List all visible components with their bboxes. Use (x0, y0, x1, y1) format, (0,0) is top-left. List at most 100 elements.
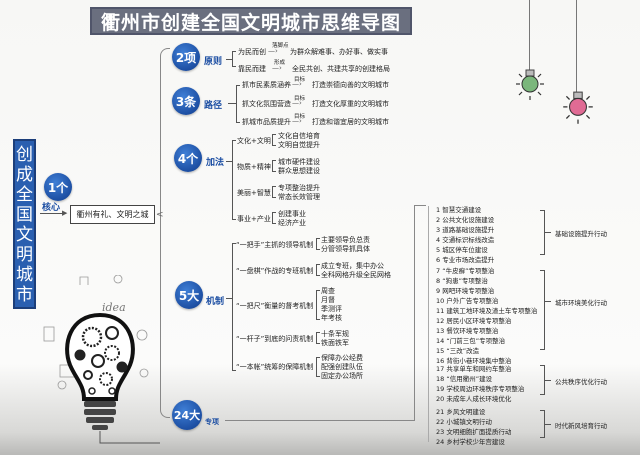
mechanisms-brace (232, 243, 236, 371)
addition-item: 物质+精神 (237, 163, 271, 171)
connector (545, 380, 551, 381)
project-group-3: 17 共享单车和网约车整治 18 “信用衢州”建设 19 学校周边环境秩序专项整… (436, 364, 524, 404)
core-arrow (40, 213, 66, 214)
list-item: 8 “狗患”专项整治 (436, 277, 488, 285)
addition-sub: 专项整治提升 (278, 184, 320, 192)
mechanism-sub: 保障办公经费 (321, 354, 363, 362)
arrow-icon: —› (272, 64, 282, 72)
sub-brace (316, 290, 320, 320)
addition-sub: 城市硬件建设 (278, 158, 320, 166)
connector (228, 103, 236, 104)
root-char: 明 (16, 245, 33, 265)
list-item: 22 小城镇文明行动 (436, 418, 492, 426)
principle-item: 为民而创 (238, 48, 266, 56)
connector (414, 205, 426, 206)
addition-sub: 经济产业 (278, 219, 306, 227)
group-label: 时代新风培育行动 (555, 422, 607, 430)
group-brace (540, 365, 545, 395)
paths-label: 路径 (204, 101, 223, 111)
connector (225, 420, 415, 421)
list-item: 5 城区停车位建设 (436, 246, 488, 254)
branch-frame (160, 48, 170, 418)
frame-pointer: < (156, 210, 164, 220)
svg-text:idea: idea (102, 301, 126, 314)
root-char: 城 (16, 265, 33, 285)
mechanism-item: “一杆子”到底的问责机制 (236, 335, 314, 343)
sub-brace (272, 212, 276, 224)
path-result: 打造崇德向善的文明城市 (312, 81, 389, 89)
mechanism-sub: 全科网格升级全民网格 (321, 271, 391, 279)
diagram-title: 衢州市创建全国文明城市思维导图 (90, 7, 412, 35)
bulb-cord (529, 0, 530, 74)
principles-badge: 2项 (172, 43, 200, 71)
arrow-icon: —› (292, 117, 302, 125)
core-value-box: 衢州有礼、文明之城 (70, 205, 155, 224)
group-brace (540, 270, 545, 350)
core-badge: 1个 (44, 173, 72, 201)
green-lightbulb-icon (516, 69, 544, 100)
root-char: 成 (16, 165, 33, 185)
sub-brace (272, 186, 276, 198)
path-item: 抓市民素质涵养 (242, 81, 291, 89)
addition-sub: 创建事业 (278, 210, 306, 218)
path-result: 打造和谐宜居的文明城市 (312, 118, 389, 126)
list-item: 11 建筑工地环境及渣土车专项整治 (436, 307, 538, 315)
group-label: 公共秩序优化行动 (555, 378, 607, 386)
addition-sub: 常态长效管理 (278, 193, 320, 201)
root-char: 市 (16, 285, 33, 305)
sub-brace (316, 238, 320, 250)
additions-badge: 4个 (174, 144, 202, 172)
root-char: 全 (16, 185, 33, 205)
mechanism-sub: 分管领导抓具体 (321, 245, 370, 253)
addition-item: 事业+产业 (237, 215, 271, 223)
principle-link: 形成 (274, 60, 286, 66)
project-group-2: 7 “牛皮癣”专项整治 8 “狗患”专项整治 9 网吧环境专项整治 10 户外广… (436, 266, 537, 366)
addition-item: 美丽+智慧 (237, 189, 271, 197)
principle-item: 靠民而建 (238, 65, 266, 73)
list-item: 3 道路基础设施提升 (436, 226, 495, 234)
sub-brace (316, 357, 320, 377)
arrow-icon: —› (292, 99, 302, 107)
path-link: 目标 (294, 96, 306, 102)
root-char: 文 (16, 225, 33, 245)
list-item: 7 “牛皮癣”专项整治 (436, 267, 495, 275)
sub-brace (316, 332, 320, 344)
mechanism-sub: 固定办公场所 (321, 372, 363, 380)
connector (226, 298, 232, 299)
principles-label: 原则 (204, 57, 223, 67)
connector (545, 424, 551, 425)
list-item: 16 背街小巷环境集中整治 (436, 357, 512, 365)
list-item: 19 学校周边环境秩序专项整治 (436, 385, 525, 393)
bulb-cord (576, 0, 577, 96)
addition-sub: 文明自觉提升 (278, 141, 320, 149)
idea-lightbulb-gears-icon: idea (43, 275, 160, 444)
list-item: 13 餐饮环境专项整治 (436, 327, 499, 335)
connector (226, 161, 232, 162)
mechanism-sub: 年考核 (321, 314, 342, 322)
projects-badge: 24大 (172, 400, 202, 430)
mechanism-sub: 季测评 (321, 305, 342, 313)
paths-brace (236, 85, 240, 123)
mechanism-sub: 铁面铁军 (321, 339, 349, 347)
list-item: 24 乡村学校少年宫建设 (436, 438, 505, 446)
list-item: 17 共享单车和网约车整治 (436, 365, 512, 373)
arrow-icon: —› (268, 47, 278, 55)
path-item: 抓文化氛围营造 (242, 100, 291, 108)
project-group-1: 1 智慧交通建设 2 公共文化设施建设 3 道路基础设施提升 4 交通标识标线改… (436, 205, 494, 265)
sub-brace (272, 134, 276, 146)
mechanism-sub: 周查 (321, 287, 335, 295)
list-item: 9 网吧环境专项整治 (436, 287, 495, 295)
connector (545, 301, 551, 302)
list-item: 10 户外广告专项整治 (436, 297, 499, 305)
paths-badge: 3条 (172, 87, 200, 115)
list-item: 20 未成年人成长环境优化 (436, 395, 512, 403)
list-item: 2 公共文化设施建设 (436, 216, 495, 224)
connector (414, 205, 415, 421)
list-item: 18 “信用衢州”建设 (436, 375, 493, 383)
path-result: 打造文化厚重的文明城市 (312, 100, 389, 108)
list-item: 6 专业市场改造提升 (436, 256, 495, 264)
mechanisms-label: 机制 (206, 297, 225, 307)
principle-result: 全民共创、共建共享的创建格局 (292, 65, 390, 73)
root-node: 创 成 全 国 文 明 城 市 (13, 139, 36, 309)
list-item: 14 “门前三包”专项整治 (436, 337, 506, 345)
